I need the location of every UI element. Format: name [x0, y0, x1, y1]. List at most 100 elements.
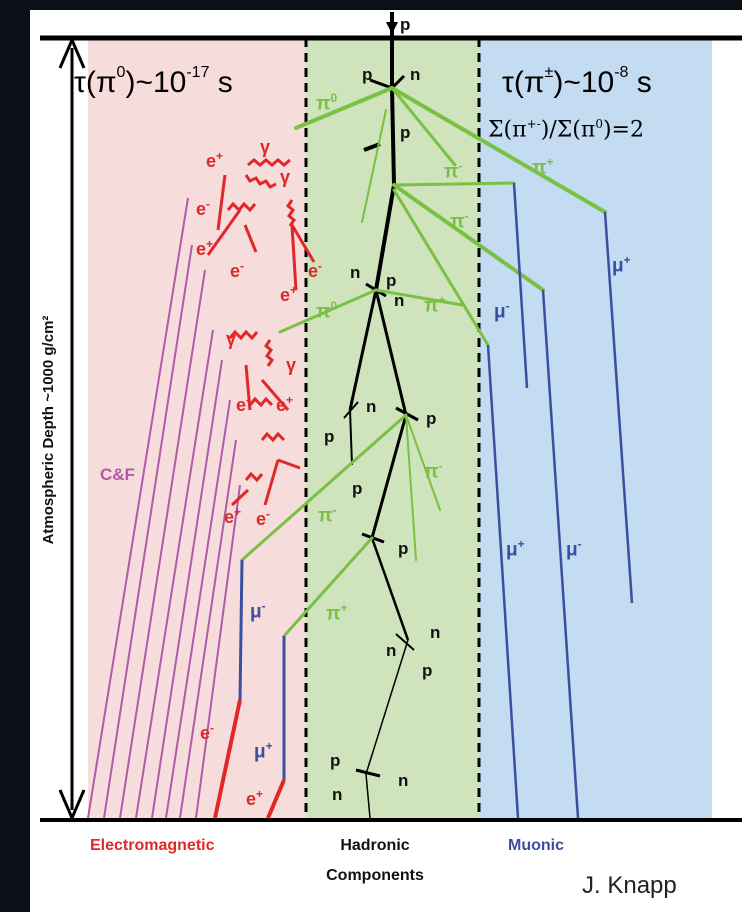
label-e-minus-5-sym: e: [256, 509, 267, 529]
label-mu-plus-2-sup: +: [517, 537, 525, 551]
label-pi-minus-1-sup: -: [458, 159, 463, 173]
label-e-minus-5: e-: [256, 508, 270, 528]
muonic-label: Muonic: [508, 837, 564, 854]
label-e-minus-3-sym: e: [308, 261, 319, 281]
muonic-region: [479, 38, 712, 820]
label-e-minus-4-sup: -: [246, 393, 251, 407]
ratio-part-a: Σ(π: [488, 117, 527, 143]
label-mu-minus-2-sym: μ: [566, 539, 578, 561]
label-pi0-mid-sup: 0: [330, 299, 338, 313]
label-e-minus-3: e-: [308, 260, 322, 280]
label-gamma-4: γ: [286, 355, 297, 375]
label-p-4: p: [352, 479, 363, 498]
primary-arrow: [386, 22, 398, 34]
tau-pic-label: τ(π±)~10-8 s: [502, 65, 652, 99]
label-e-minus-1-sym: e: [196, 199, 207, 219]
label-e-plus-6-sym: e: [246, 789, 257, 809]
label-pi-minus-2: π-: [450, 210, 469, 231]
label-e-minus-6-sym: e: [200, 723, 211, 743]
label-e-minus-5-sup: -: [266, 507, 271, 521]
label-e-plus-5-sup: +: [234, 505, 242, 519]
label-e-plus-3-sym: e: [280, 285, 291, 305]
label-mu-plus-1-sym: μ: [612, 255, 624, 277]
label-primary-p: p: [400, 15, 411, 34]
tau-pi0-unit: s: [209, 66, 233, 99]
label-pi0-mid: π0: [316, 300, 337, 321]
label-mu-plus-3: μ+: [254, 740, 273, 761]
electromagnetic-label: Electromagnetic: [90, 837, 215, 854]
label-e-plus-4: e+: [276, 394, 293, 414]
label-e-minus-1-sup: -: [206, 197, 211, 211]
label-n-1: n: [350, 263, 361, 282]
label-pi0-top: π0: [316, 92, 337, 113]
label-mu-minus-1-sup: -: [505, 299, 510, 313]
tau-pic-sup: ±: [544, 64, 554, 81]
hadronic-label: Hadronic: [340, 837, 410, 854]
tau-pic-exp: -8: [614, 64, 629, 81]
label-pi0-top-sup: 0: [330, 91, 338, 105]
label-e-plus-1-sym: e: [206, 151, 217, 171]
label-e-plus-3-sup: +: [290, 283, 298, 297]
label-mu-minus-2: μ-: [566, 538, 582, 559]
label-p-7: p: [330, 751, 341, 770]
label-mu-plus-2-sym: μ: [506, 539, 518, 561]
label-e-minus-2-sym: e: [230, 261, 241, 281]
em-tracks: [206, 158, 316, 819]
label-e-minus-6-sup: -: [210, 721, 215, 735]
tau-pi0-sup: 0: [116, 64, 126, 81]
label-pi-plus-1-sym: π: [532, 157, 547, 179]
label-p-5: p: [398, 539, 409, 558]
label-p-1: p: [386, 271, 397, 290]
label-n-6: n: [398, 771, 409, 790]
label-pi-minus-4-sup: -: [332, 503, 337, 517]
pion-tracks: [240, 86, 607, 638]
label-pi-minus-4-sym: π: [318, 505, 333, 527]
label-p-3: p: [426, 409, 437, 428]
label-pi-plus-1-sup: +: [546, 155, 554, 169]
cf-lines: [87, 197, 241, 819]
label-pi-plus-3-sym: π: [326, 603, 341, 625]
label-pi-minus-1: π-: [444, 160, 463, 181]
label-mu-minus-1: μ-: [494, 300, 510, 321]
tau-pic-mid: )~10: [553, 66, 615, 99]
label-gamma-3: γ: [226, 329, 237, 349]
tau-pic-unit: s: [628, 66, 652, 99]
label-e-plus-2-sym: e: [196, 239, 207, 259]
tau-pi0-exp: -17: [186, 64, 210, 81]
label-e-minus-2: e-: [230, 260, 244, 280]
label-p-mid: p: [400, 123, 411, 142]
tau-pi0-label: τ(π0)~10-17 s: [74, 65, 233, 99]
label-pi-plus-3-sup: +: [340, 601, 348, 615]
label-gamma-1: γ: [260, 137, 271, 157]
label-mu-minus-2-sup: -: [577, 537, 582, 551]
label-e-minus-6: e-: [200, 722, 214, 742]
credit-label: J. Knapp: [582, 872, 677, 899]
label-e-plus-5: e+: [224, 506, 241, 526]
label-mu-plus-1: μ+: [612, 254, 631, 275]
label-e-plus-2-sup: +: [206, 237, 214, 251]
label-e-plus-1: e+: [206, 150, 223, 170]
label-mu-plus-3-sup: +: [265, 739, 273, 753]
label-pi-plus-1: π+: [532, 156, 554, 177]
ratio-part-b: )/Σ(π: [540, 117, 596, 143]
label-p-top: p: [362, 65, 373, 84]
label-n-7: n: [332, 785, 343, 804]
ratio-sup-a: +-: [526, 117, 541, 131]
label-n-2: n: [394, 291, 405, 310]
label-e-plus-1-sup: +: [216, 149, 224, 163]
ratio-sup-b: 0: [595, 117, 603, 131]
cf-label: C&F: [100, 465, 135, 484]
label-pi0-mid-sym: π: [316, 301, 331, 323]
label-pi-plus-2-sym: π: [424, 295, 439, 317]
label-mu-minus-3: μ-: [250, 600, 266, 621]
pion-ratio-label: Σ(π+-)/Σ(π0)=2: [488, 118, 644, 141]
label-e-minus-4: e-: [236, 394, 250, 414]
label-mu-plus-3-sym: μ: [254, 741, 266, 763]
label-e-minus-2-sup: -: [240, 259, 245, 273]
label-e-plus-6: e+: [246, 788, 263, 808]
muon-tracks: [238, 182, 634, 819]
label-pi-plus-2-sup: +: [438, 293, 446, 307]
depth-axis-arrow-top: [58, 36, 86, 69]
